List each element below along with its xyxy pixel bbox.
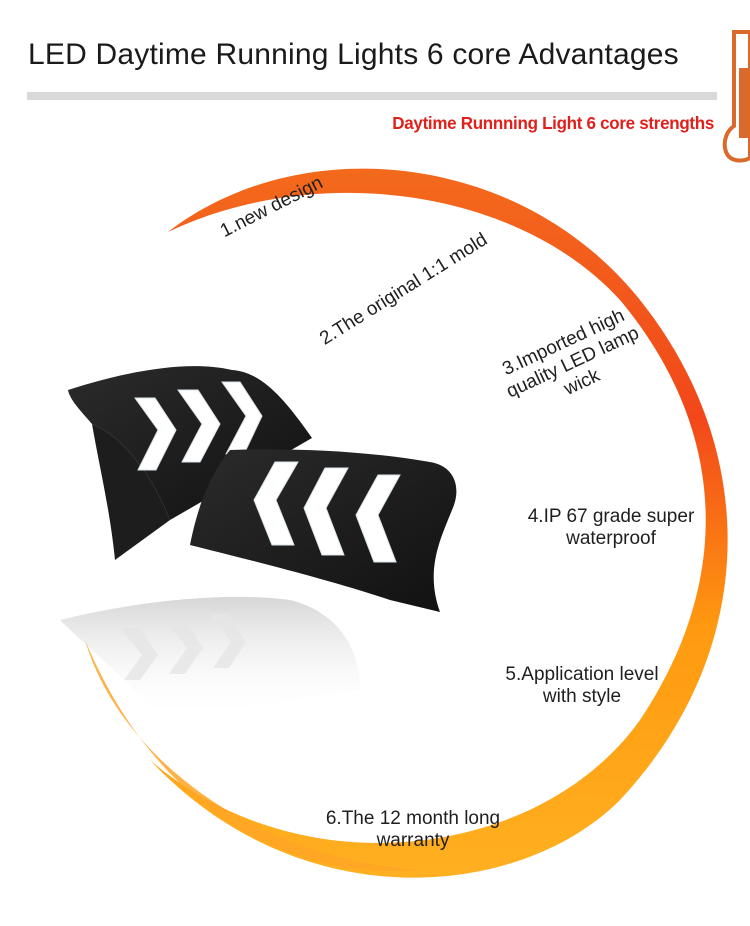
advantage-6: 6.The 12 month long warranty [325, 808, 501, 851]
decorative-arc-tail [85, 640, 420, 872]
title-divider [27, 92, 717, 100]
thermometer-icon [722, 30, 750, 163]
page-subtitle: Daytime Runnning Light 6 core strengths [392, 113, 714, 134]
drl-lamp-image [60, 366, 457, 720]
advantage-5: 5.Application level with style [505, 664, 659, 707]
page-title: LED Daytime Running Lights 6 core Advant… [28, 38, 679, 71]
advantage-4: 4.IP 67 grade super waterproof [527, 506, 695, 549]
